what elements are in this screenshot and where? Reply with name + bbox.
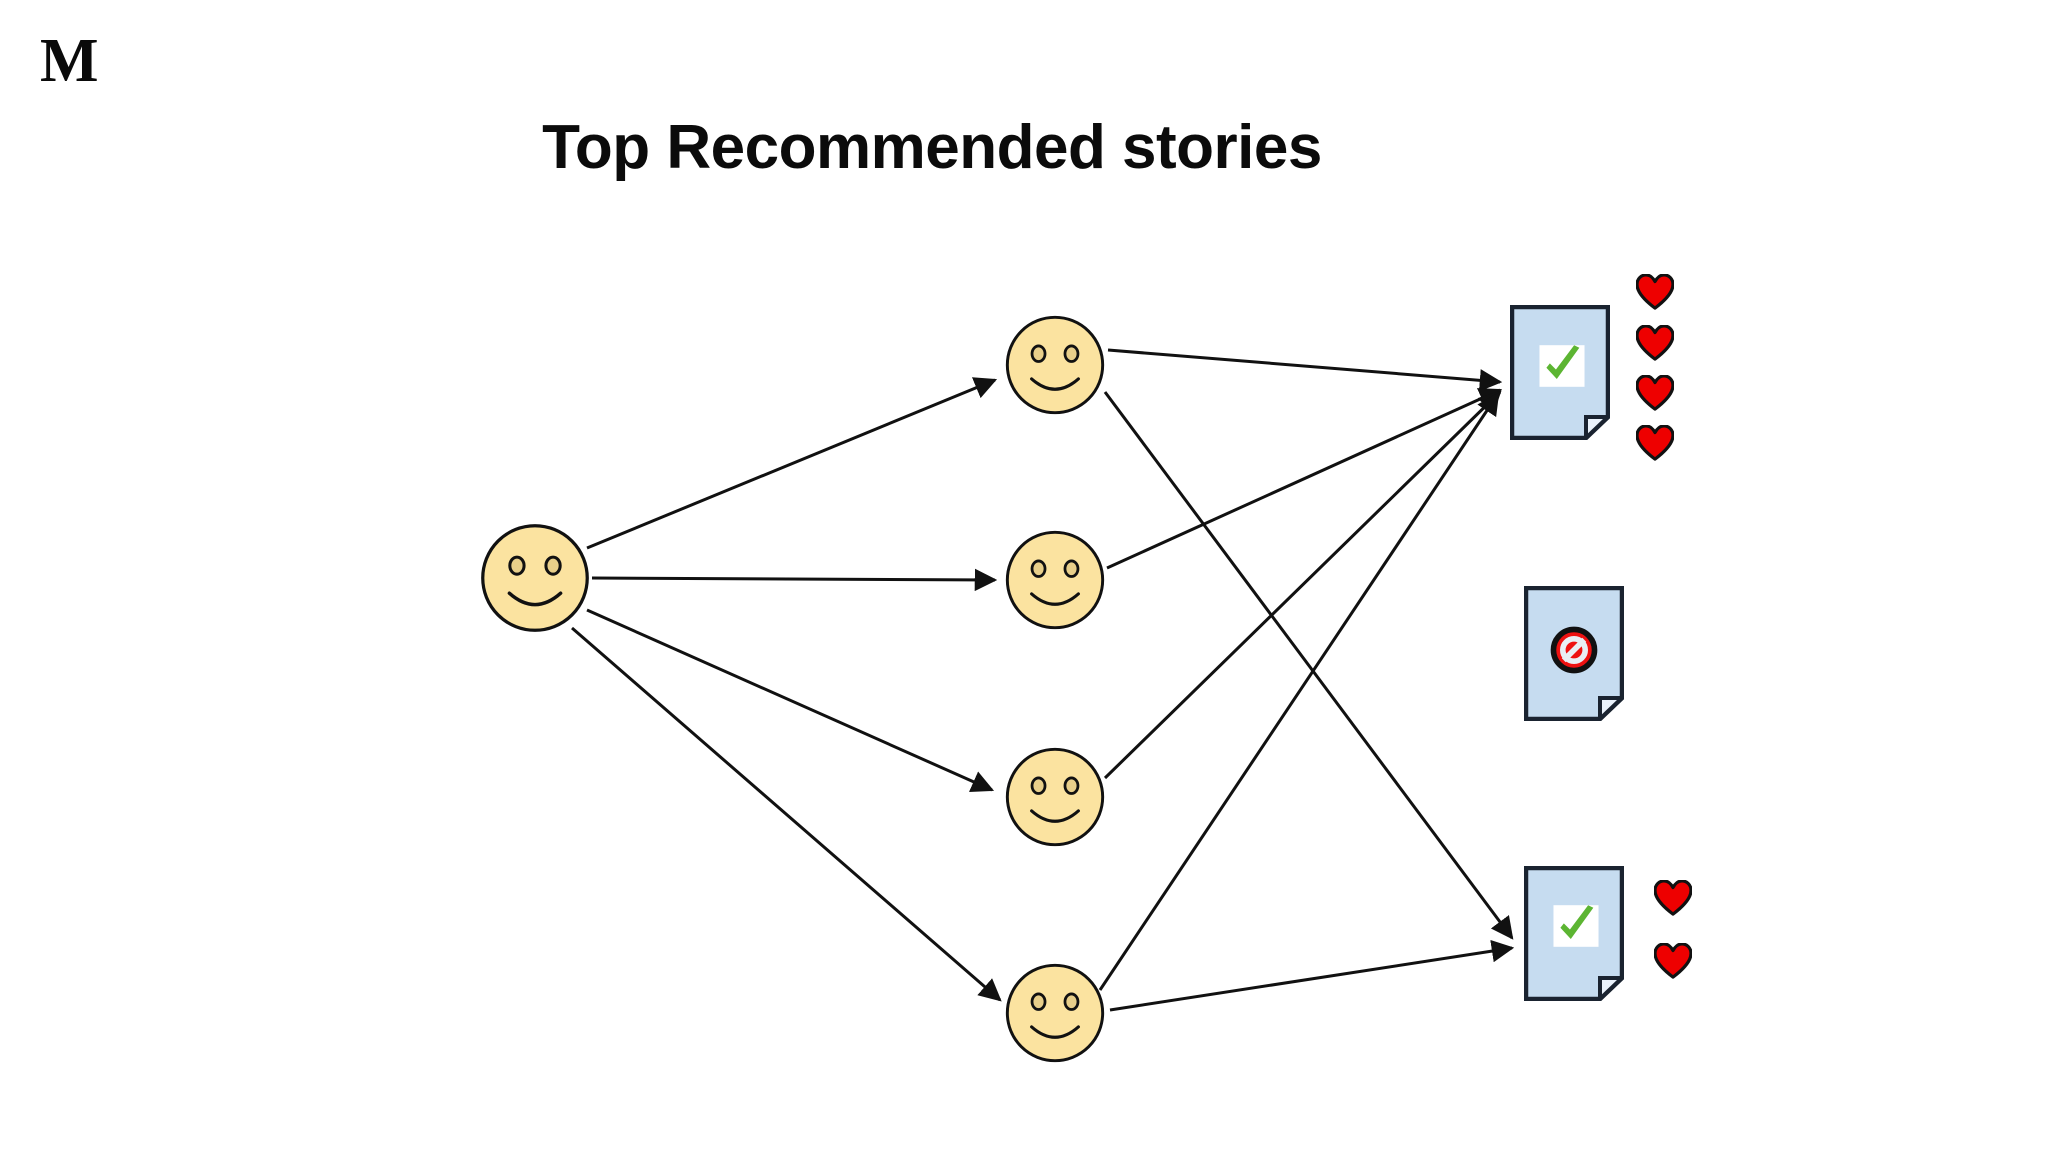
story-approved-top[interactable] [1512,307,1608,438]
user-node-2[interactable] [1005,530,1105,630]
edge-source-u3 [586,608,995,793]
story-blocked[interactable] [1526,588,1622,719]
heart-icon [1654,880,1692,916]
edge-source-u4 [571,626,1002,1002]
edges-seed-to-users [571,377,1002,1002]
heart-icon [1636,375,1674,411]
brand-logo: M [40,27,99,95]
likes-group-bottom [1654,880,1692,979]
edge-u1-s3 [1103,391,1514,940]
heart-icon [1654,943,1692,979]
edge-u4-s3 [1109,939,1515,1012]
edge-u3-s1 [1103,390,1502,780]
likes-group-top [1636,274,1674,461]
story-approved-bottom[interactable] [1526,868,1622,999]
heart-icon [1636,425,1674,461]
user-node-3[interactable] [1005,747,1105,847]
seed-user-node[interactable] [481,524,589,632]
heart-icon [1636,325,1674,361]
user-node-4[interactable] [1005,963,1105,1063]
check-icon [1539,345,1585,387]
edge-source-u2 [591,568,998,592]
check-icon [1553,905,1599,947]
edges-users-to-stories [1098,348,1515,1012]
page-title-text: Top Recommended stories [542,113,1322,182]
heart-icon [1636,274,1674,310]
page-title: Top Recommended stories [0,112,2048,183]
block-icon [1553,629,1594,670]
edge-u2-s1 [1106,388,1503,570]
user-node-1[interactable] [1005,315,1105,415]
edge-source-u1 [586,377,998,550]
edge-u4-s1 [1098,392,1500,991]
edge-u1-s1 [1107,348,1503,392]
